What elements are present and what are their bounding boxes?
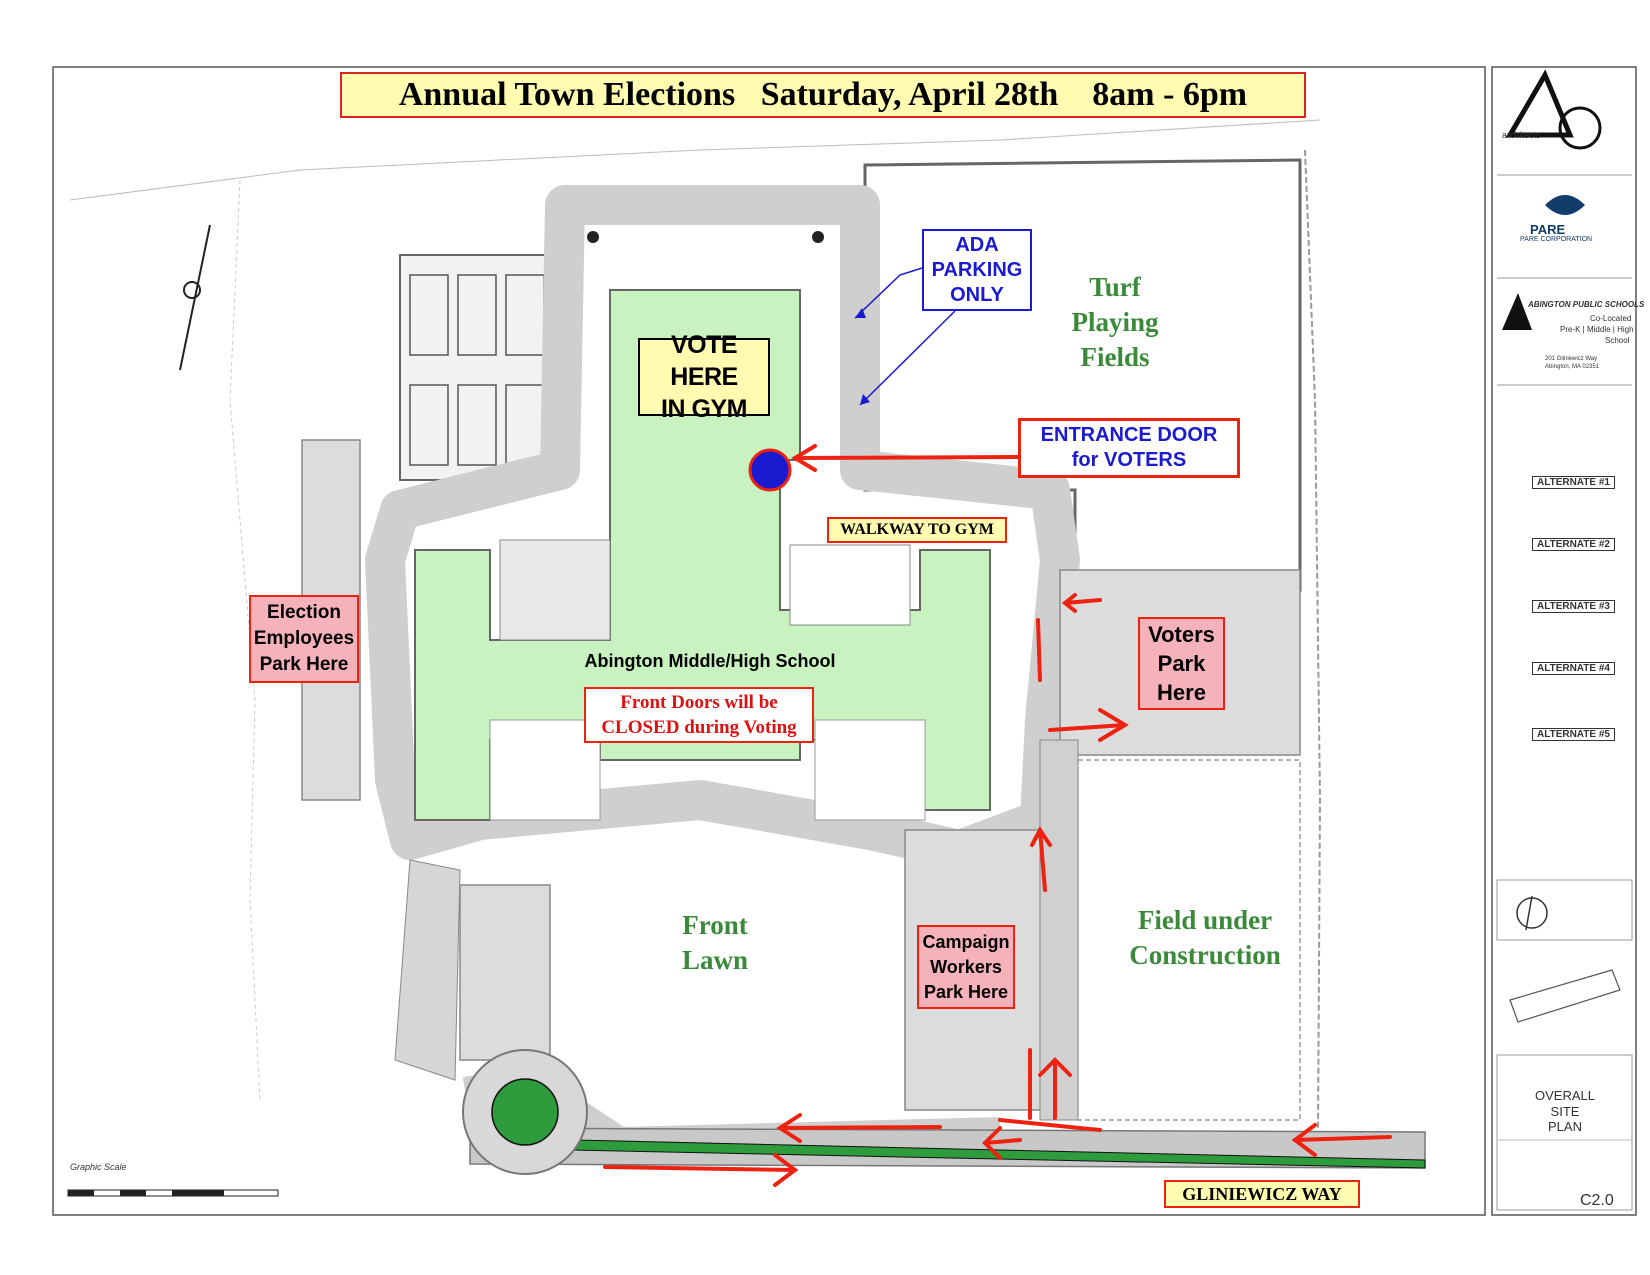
graphic-scale-label: Graphic Scale [70,1162,127,1172]
abington-logo-icon [1502,293,1532,330]
contour-line [229,179,261,1101]
alternate-5: ALTERNATE #5 [1532,728,1615,741]
election-employees-text: Election Employees Park Here [253,602,355,675]
title-banner: Annual Town Elections Saturday, April 28… [340,72,1306,118]
campaign-workers-label: Campaign Workers Park Here [917,925,1015,1009]
drawing-name-1: OVERALL [1535,1088,1595,1103]
pare-logo-text: PARE [1530,222,1566,237]
construction-field-outline [1077,759,1301,1121]
walkway-label: WALKWAY TO GYM [827,517,1007,543]
light-pole [812,231,824,243]
ada-parking-text: ADA PARKING ONLY [931,233,1023,306]
front-lawn-text: Front Lawn [681,910,749,975]
keyplan-icon [1509,969,1621,1023]
co-located-text: Co-Located [1590,314,1632,323]
school-district-text: ABINGTON PUBLIC SCHOOLS [1528,300,1645,309]
grades-text: Pre-K | Middle | High [1560,325,1634,334]
campaign-workers-text: Campaign Workers Park Here [922,931,1010,1002]
front-doors-text: Front Doors will be CLOSED during Voting [601,692,797,738]
ada-leader-line [859,310,956,406]
title-block-border [1491,66,1637,1216]
front-plaza-right [814,719,926,821]
voters-park-label: Voters Park Here [1138,617,1225,710]
front-lawn-label: Front Lawn [650,908,780,978]
entrance-door-text: ENTRANCE DOOR for VOTERS [1040,424,1218,471]
roundabout-island [491,1078,559,1146]
bus-loop [394,859,461,1081]
drawing-number: C2.0 [1580,1192,1614,1209]
fence-line [1304,149,1322,1131]
alternate-3: ALTERNATE #3 [1532,600,1615,613]
address-line-2: Abington, MA 02351 [1545,364,1600,370]
field-under-construction-text: Field under Construction [1129,905,1281,970]
tennis-courts [399,254,561,481]
vote-here-label: VOTE HERE IN GYM [638,331,770,423]
turf-fields-label: Turf Playing Fields [1040,270,1190,374]
address-line-1: 201 Gliniewicz Way [1545,356,1598,362]
street-name-label: GLINIEWICZ WAY [1164,1180,1360,1208]
front-plaza-left [489,719,601,821]
election-employees-label: Election Employees Park Here [249,595,359,683]
entrance-door-label: ENTRANCE DOOR for VOTERS [1018,418,1240,478]
voters-park-text: Voters Park Here [1148,622,1215,705]
entrance-door-marker [748,448,792,492]
alternate-1: ALTERNATE #1 [1532,476,1615,489]
pare-corp-text: PARE CORPORATION [1520,236,1593,243]
drawing-name-2: SITE PLAN [1548,1104,1582,1134]
north-arrow-icon [179,224,211,371]
traffic-arrows [603,444,1392,1187]
architect-caption: architects [1502,130,1541,140]
east-drive [1039,739,1079,1121]
light-pole [587,231,599,243]
turf-fields-text: Turf Playing Fields [1071,271,1159,372]
architect-logo-icon [1505,69,1602,150]
ada-leader-line [854,267,923,319]
ada-parking-label: ADA PARKING ONLY [922,229,1032,311]
front-parking-lot [459,884,551,1061]
pare-logo-icon [1545,195,1585,215]
vote-here-text: VOTE HERE IN GYM [661,331,747,423]
property-line [69,119,1321,201]
alternate-4: ALTERNATE #4 [1532,662,1615,675]
field-under-construction-label: Field under Construction [1110,903,1300,973]
school-text: School [1605,336,1630,345]
graphic-scale-bar [67,1189,279,1197]
perimeter-road [365,185,1080,870]
alternate-2: ALTERNATE #2 [1532,538,1615,551]
walkway-plaza [789,544,911,626]
school-name-label: Abington Middle/High School [584,650,836,671]
front-doors-closed-label: Front Doors will be CLOSED during Voting [584,687,814,743]
courtyard [499,539,611,641]
